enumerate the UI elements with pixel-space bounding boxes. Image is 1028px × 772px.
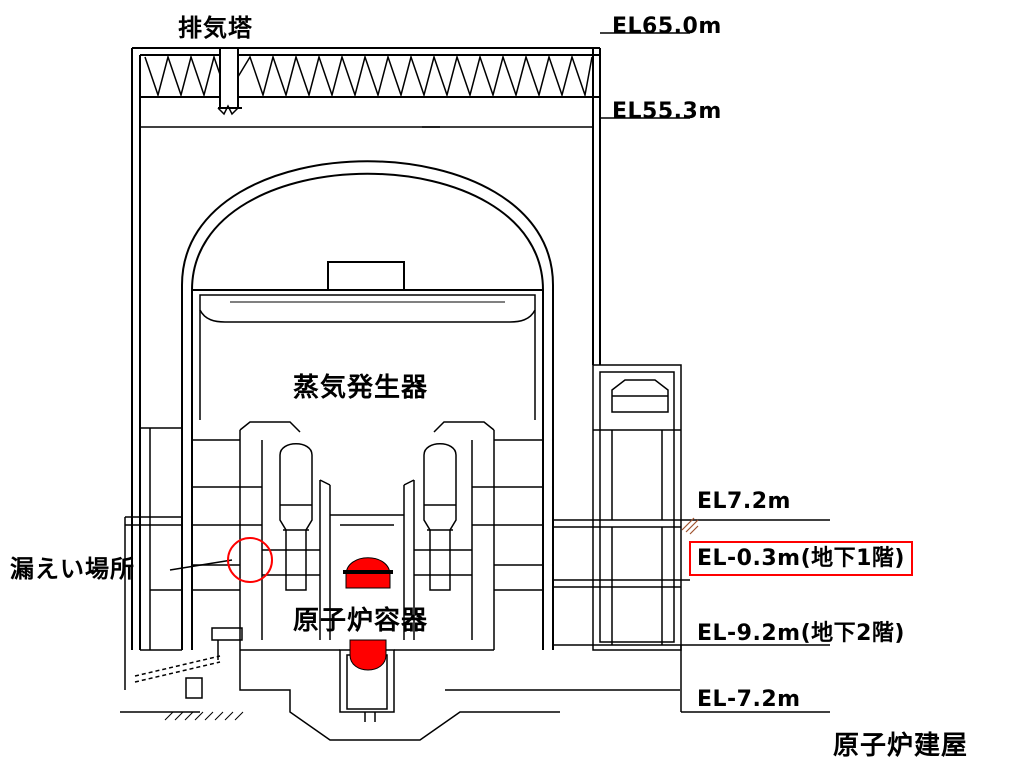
internal-floors — [192, 487, 543, 590]
reactor-vessel-label: 原子炉容器 — [293, 606, 429, 636]
leak-location-circle — [228, 538, 272, 582]
elevation-55m: EL55.3m — [612, 99, 722, 124]
elevation-minus-9-2m: EL-9.2m(地下2階) — [697, 621, 905, 646]
reactor-vessel-shape — [343, 558, 393, 670]
leak-leader-line — [170, 560, 232, 570]
elevation-minus-7-2m: EL-7.2m — [697, 687, 801, 712]
steam-generator-label: 蒸気発生器 — [293, 373, 429, 403]
containment-vessel — [182, 161, 553, 650]
elevation-65m: EL65.0m — [612, 14, 722, 39]
reactor-building-label: 原子炉建屋 — [833, 731, 969, 761]
elevation-minus-0-3m-highlighted: EL-0.3m(地下1階) — [689, 541, 913, 576]
exhaust-stack-pipe — [218, 48, 242, 114]
base-slab — [120, 650, 680, 740]
auxiliary-building — [553, 365, 830, 712]
reactor-cavity — [320, 480, 414, 722]
outer-frame — [132, 33, 690, 650]
exhaust-stack-label: 排気塔 — [178, 14, 253, 42]
hatch-mark — [682, 518, 698, 534]
leak-location-label: 漏えい場所 — [10, 555, 135, 583]
elevation-7-2m: EL7.2m — [697, 489, 791, 514]
roof-truss — [145, 57, 592, 95]
left-annex — [125, 428, 242, 698]
steam-generator-right — [424, 444, 456, 590]
steam-generator-left — [280, 444, 312, 590]
ground-hatch — [165, 712, 243, 720]
